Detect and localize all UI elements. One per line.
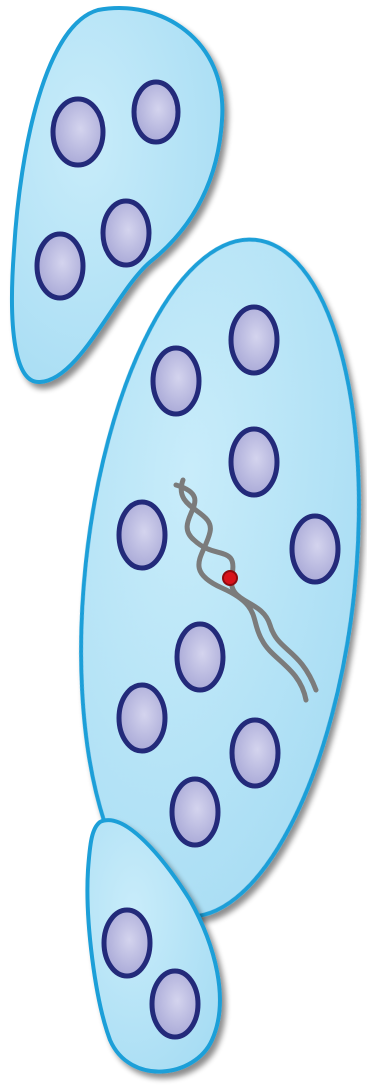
- nucleus-oval: [119, 502, 165, 568]
- nucleus-oval: [177, 624, 223, 690]
- nucleus-oval: [232, 720, 278, 786]
- nucleus-oval: [153, 348, 199, 414]
- nucleus-oval: [37, 234, 83, 298]
- nucleus-oval: [172, 779, 218, 845]
- nucleus-oval: [134, 82, 178, 142]
- nucleus-oval: [119, 685, 165, 751]
- nucleus-oval: [104, 910, 150, 976]
- nucleus-oval: [292, 516, 338, 582]
- nucleus-oval: [103, 201, 149, 265]
- nucleus-oval: [231, 307, 277, 373]
- nucleus-oval: [53, 99, 103, 165]
- nucleus-oval: [152, 971, 198, 1037]
- red-marker: [223, 571, 237, 585]
- nucleus-oval: [231, 429, 277, 495]
